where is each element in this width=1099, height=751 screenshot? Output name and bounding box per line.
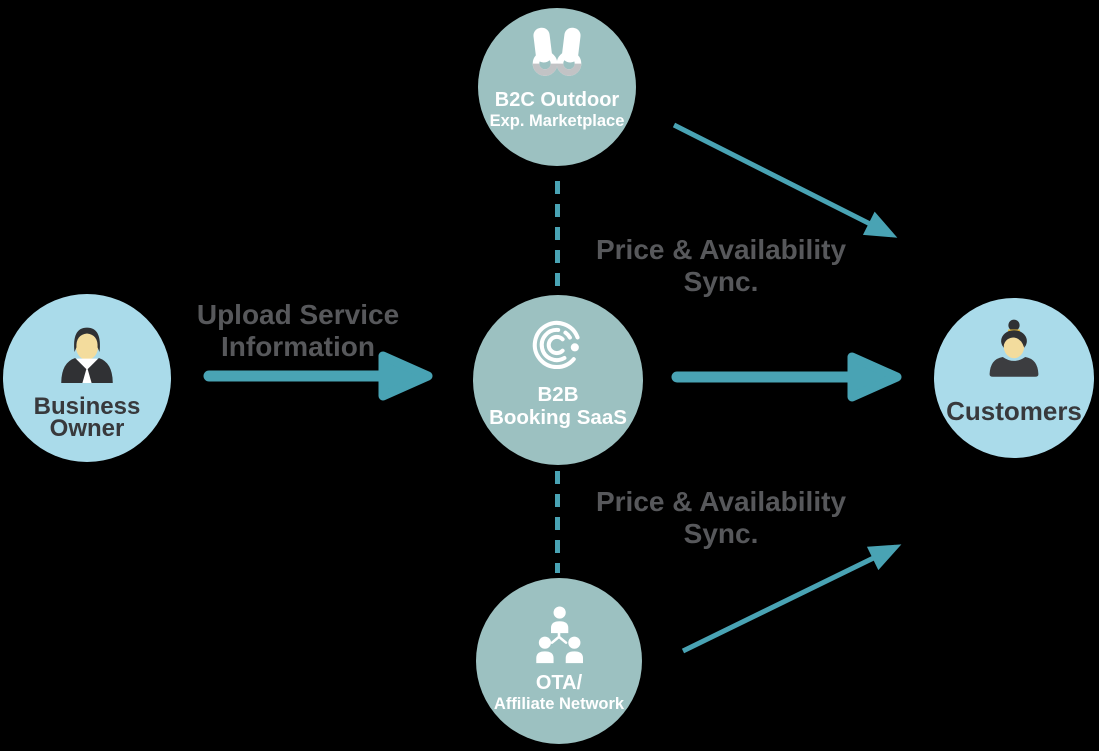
b2c-label-line2: Exp. Marketplace <box>489 112 625 130</box>
sync-arrow-middle <box>671 352 902 402</box>
sync-bottom-label-line2: Sync. <box>683 518 759 549</box>
b2b-label-line1: B2B <box>537 383 579 406</box>
customers-label-line1: Customers <box>946 396 1082 426</box>
b2c-marketplace-node: B2C Outdoor Exp. Marketplace <box>478 8 636 166</box>
business-owner-label-line2: Owner <box>49 415 125 442</box>
ota-label-line2: Affiliate Network <box>493 695 625 713</box>
sync-bottom-label-line1: Price & Availability <box>595 486 847 517</box>
sync-arrow-bottom <box>681 544 902 654</box>
binoculars-icon <box>532 27 582 76</box>
sync-arrow-top <box>672 122 898 238</box>
customers-label: Customers <box>934 398 1094 424</box>
business-owner-label-line1: Business <box>33 393 141 420</box>
upload-service-label: Upload Service Information <box>168 299 428 363</box>
upload-service-label-line2: Information <box>221 331 375 362</box>
ota-affiliate-label: OTA/ Affiliate Network <box>476 673 642 715</box>
affiliate-network-icon <box>536 606 583 664</box>
sync-top-label-line1: Price & Availability <box>595 234 847 265</box>
price-availability-sync-bottom-label: Price & Availability Sync. <box>569 486 873 550</box>
ota-affiliate-node: OTA/ Affiliate Network <box>476 578 642 744</box>
customer-icon <box>989 319 1039 377</box>
b2b-booking-saas-label: B2B Booking SaaS <box>473 383 643 429</box>
price-availability-sync-top-label: Price & Availability Sync. <box>569 234 873 298</box>
booking-saas-logo-icon <box>532 320 580 370</box>
ota-label-line1: OTA/ <box>535 672 583 694</box>
business-owner-node: Business Owner <box>3 294 171 462</box>
customers-node: Customers <box>934 298 1094 458</box>
b2c-label-line1: B2C Outdoor <box>494 89 620 111</box>
business-owner-label: Business Owner <box>3 393 171 442</box>
sync-top-label-line2: Sync. <box>683 266 759 297</box>
b2b-label-line2: Booking SaaS <box>489 406 627 429</box>
upload-service-label-line1: Upload Service <box>196 299 400 330</box>
b2b-booking-saas-node: B2B Booking SaaS <box>473 295 643 465</box>
b2c-marketplace-label: B2C Outdoor Exp. Marketplace <box>478 89 636 132</box>
businessman-icon <box>61 327 113 384</box>
